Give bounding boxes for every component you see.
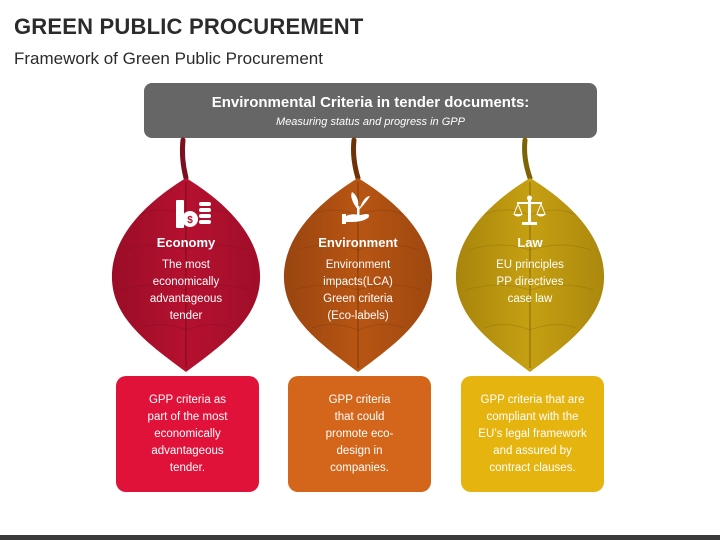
leaf-law xyxy=(455,137,605,372)
leaf-line: impacts(LCA) xyxy=(323,276,393,288)
card-line: promote eco- xyxy=(325,428,394,440)
card-line: GPP criteria that are xyxy=(480,394,585,406)
leaf-description: EU principles PP directives case law xyxy=(460,257,600,308)
leaf-line: case law xyxy=(507,293,553,305)
header-title: Environmental Criteria in tender documen… xyxy=(211,94,530,111)
header-box: Environmental Criteria in tender documen… xyxy=(144,83,597,138)
leaf-environment xyxy=(283,137,433,372)
bottom-bar xyxy=(0,535,720,540)
card-line: EU’s legal framework xyxy=(478,428,587,440)
leaf-law-text: Law EU principles PP directives case law xyxy=(460,235,600,308)
card-line: design in xyxy=(336,445,383,457)
card-line: GPP criteria xyxy=(328,394,391,406)
card-line: and assured by xyxy=(493,445,572,457)
leaf-title: Economy xyxy=(156,235,216,250)
page-title: GREEN PUBLIC PROCUREMENT xyxy=(14,14,364,39)
card-line: advantageous xyxy=(151,445,224,457)
money-coins-icon: $ xyxy=(176,200,211,228)
card-environment: GPP criteria that could promote eco- des… xyxy=(288,376,431,492)
leaf-line: economically xyxy=(152,276,220,288)
card-line: part of the most xyxy=(147,411,228,423)
leaf-description: Environment impacts(LCA) Green criteria … xyxy=(288,257,428,325)
leaf-line: advantageous xyxy=(149,293,223,305)
leaf-line: EU principles xyxy=(496,259,564,271)
leaf-environment-text: Environment Environment impacts(LCA) Gre… xyxy=(288,235,428,325)
card-law: GPP criteria that are compliant with the… xyxy=(461,376,604,492)
page-subtitle: Framework of Green Public Procurement xyxy=(14,49,323,68)
card-line: economically xyxy=(154,428,221,440)
leaf-title: Environment xyxy=(318,235,398,250)
leaf-description: The most economically advantageous tende… xyxy=(116,257,256,325)
plant-in-hand-icon xyxy=(342,192,370,224)
card-line: that could xyxy=(334,411,385,423)
header-subtitle: Measuring status and progress in GPP xyxy=(276,116,465,128)
leaf-line: (Eco-labels) xyxy=(327,310,389,322)
card-economy: GPP criteria as part of the most economi… xyxy=(116,376,259,492)
card-line: GPP criteria as xyxy=(148,394,227,406)
card-line: companies. xyxy=(330,462,389,474)
card-line: compliant with the xyxy=(486,411,579,423)
leaf-title: Law xyxy=(517,235,543,250)
leaf-line: tender xyxy=(169,310,203,322)
scales-of-justice-icon xyxy=(513,195,546,225)
leaf-line: Green criteria xyxy=(323,293,393,305)
leaf-line: The most xyxy=(162,259,210,271)
card-line: contract clauses. xyxy=(489,462,576,474)
leaf-line: PP directives xyxy=(496,276,564,288)
leaf-line: Environment xyxy=(325,259,391,271)
card-line: tender. xyxy=(169,462,206,474)
svg-text:$: $ xyxy=(187,215,193,226)
leaf-economy-text: Economy The most economically advantageo… xyxy=(116,235,256,325)
